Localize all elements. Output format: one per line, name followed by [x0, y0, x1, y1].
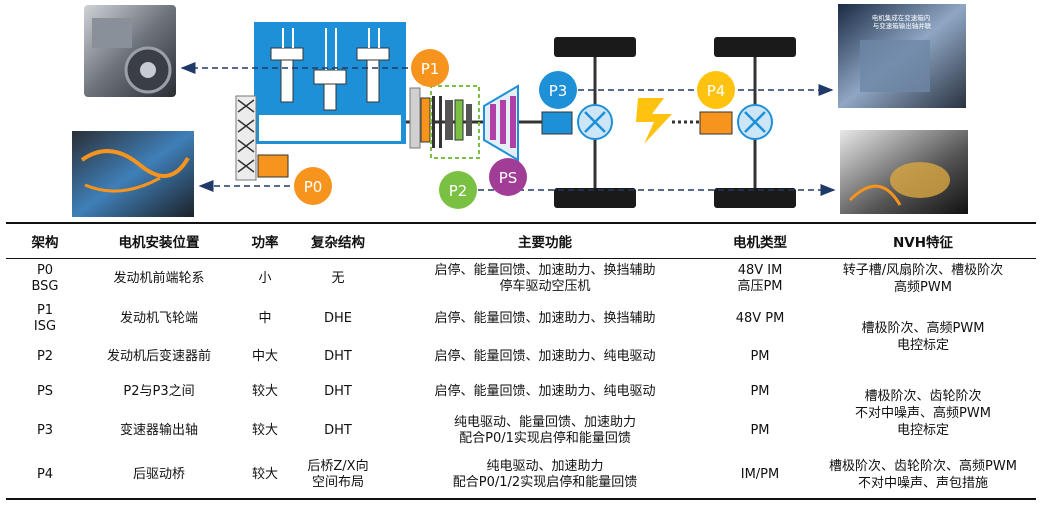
cell-position: 后驱动桥: [84, 452, 234, 500]
cell-functions: 启停、能量回馈、加速助力、纯电驱动: [434, 383, 656, 399]
badge-p2: P2: [439, 171, 477, 209]
cell-power: 中: [258, 310, 272, 326]
cell-power: 较大: [251, 383, 278, 399]
badge-p0: P0: [294, 167, 332, 205]
cell-structure: 后桥Z/X向 空间布局: [296, 452, 380, 500]
badge-ps: PS: [489, 158, 527, 196]
cell-nvh: 槽极阶次、高频PWM 电控标定: [861, 320, 985, 353]
svg-text:P2: P2: [449, 182, 468, 200]
svg-text:P1: P1: [421, 60, 440, 78]
header-power: 功率: [234, 222, 296, 259]
cell-arch: P2: [36, 348, 54, 364]
cell-structure: DHT: [324, 348, 352, 364]
motor-photo-p3: [840, 130, 968, 214]
svg-text:P0: P0: [304, 178, 323, 196]
header-motor-type: 电机类型: [710, 222, 810, 259]
header-motor-position: 电机安装位置: [84, 222, 234, 259]
cell-functions: 纯电驱动、能量回馈、加速助力 配合P0/1实现启停和能量回馈: [453, 414, 636, 446]
cell-power: 小: [258, 270, 272, 286]
table-row: PS P2与P3之间 较大 DHT 启停、能量回馈、加速助力、纯电驱动 PM 槽…: [6, 375, 1036, 439]
cell-structure: DHT: [324, 383, 352, 399]
cell-arch: P1 ISG: [33, 302, 57, 334]
transmission-assembly: [409, 84, 573, 162]
motor-photo-p0: [72, 131, 194, 217]
cell-structure: 无: [331, 270, 345, 286]
table-row: P1 ISG 发动机飞轮端 中 DHE 启停、能量回馈、加速助力、换挡辅助 48…: [6, 299, 1036, 353]
cell-motor-type: PM: [750, 348, 770, 364]
cell-structure: DHT: [324, 422, 352, 438]
cell-arch: P3: [36, 422, 54, 438]
cell-functions: 启停、能量回馈、加速助力、换挡辅助: [434, 310, 656, 326]
badge-p3: P3: [539, 71, 577, 109]
cell-position: 发动机前端轮系: [113, 270, 205, 286]
powertrain-diagram: 电机集成在变速箱内 与变速箱输出轴并联: [0, 0, 1042, 222]
svg-text:电机集成在变速箱内 与变速箱输出轴并联: 电机集成在变速箱内 与变速箱输出轴并联: [872, 13, 933, 30]
cell-motor-type: IM/PM: [710, 452, 810, 500]
svg-text:P3: P3: [549, 82, 568, 100]
cell-power: 较大: [251, 422, 278, 438]
table-row: P3 变速器输出轴 较大 DHT 纯电驱动、能量回馈、加速助力 配合P0/1实现…: [6, 409, 1036, 453]
motor-photo-p4: 电机集成在变速箱内 与变速箱输出轴并联: [838, 4, 966, 108]
cell-arch: P0 BSG: [31, 262, 59, 294]
cell-functions: 启停、能量回馈、加速助力、换挡辅助 停车驱动空压机: [434, 262, 656, 294]
header-architecture: 架构: [6, 222, 84, 259]
cell-position: P2与P3之间: [123, 383, 195, 399]
cell-arch: PS: [36, 383, 54, 399]
table-header-row: 架构 电机安装位置 功率 复杂结构 主要功能 电机类型 NVH特征: [6, 222, 1036, 259]
cell-nvh: 转子槽/风扇阶次、槽极阶次 高频PWM: [842, 262, 1004, 295]
cell-position: 发动机后变速器前: [106, 348, 211, 364]
badge-p1: P1: [411, 49, 449, 87]
cell-motor-type: PM: [750, 422, 770, 438]
table-row: P2 发动机后变速器前 中大 DHT 启停、能量回馈、加速助力、纯电驱动 PM: [6, 339, 1036, 375]
rear-axle: [672, 37, 796, 208]
svg-text:PS: PS: [499, 169, 518, 187]
cell-motor-type: 48V IM 高压PM: [737, 262, 783, 294]
front-axle: [554, 37, 636, 208]
cell-power: 较大: [234, 452, 296, 500]
lightning-icon: [636, 98, 672, 144]
cell-motor-type: PM: [750, 383, 770, 399]
table-row: P0 BSG 发动机前端轮系 小 无 启停、能量回馈、加速助力、换挡辅助 停车驱…: [6, 259, 1036, 299]
engine-block: [254, 22, 406, 144]
cell-structure: DHE: [324, 310, 352, 326]
svg-text:P4: P4: [707, 82, 726, 100]
header-nvh: NVH特征: [810, 222, 1036, 259]
cell-power: 中大: [251, 348, 278, 364]
cell-nvh: 槽极阶次、齿轮阶次、高频PWM 不对中噪声、声包措施: [810, 452, 1036, 500]
architecture-table: 架构 电机安装位置 功率 复杂结构 主要功能 电机类型 NVH特征 P0 BSG…: [6, 222, 1036, 500]
cell-functions: 纯电驱动、加速助力 配合P0/1/2实现启停和能量回馈: [380, 452, 710, 500]
cell-functions: 启停、能量回馈、加速助力、纯电驱动: [434, 348, 656, 364]
cell-position: 发动机飞轮端: [119, 310, 198, 326]
badge-p4: P4: [697, 71, 735, 109]
cell-position: 变速器输出轴: [119, 422, 198, 438]
header-main-functions: 主要功能: [380, 222, 710, 259]
engine-photo-p1: [84, 5, 176, 97]
front-belt-pulley: [235, 95, 289, 181]
cell-motor-type: 48V PM: [735, 310, 785, 326]
cell-nvh: 槽极阶次、齿轮阶次 不对中噪声、高频PWM 电控标定: [855, 389, 991, 438]
cell-arch: P4: [6, 452, 84, 500]
powertrain-svg: 电机集成在变速箱内 与变速箱输出轴并联: [72, 4, 968, 217]
table-row: P4 后驱动桥 较大 后桥Z/X向 空间布局 纯电驱动、加速助力 配合P0/1/…: [6, 452, 1036, 500]
header-complex-structure: 复杂结构: [296, 222, 380, 259]
